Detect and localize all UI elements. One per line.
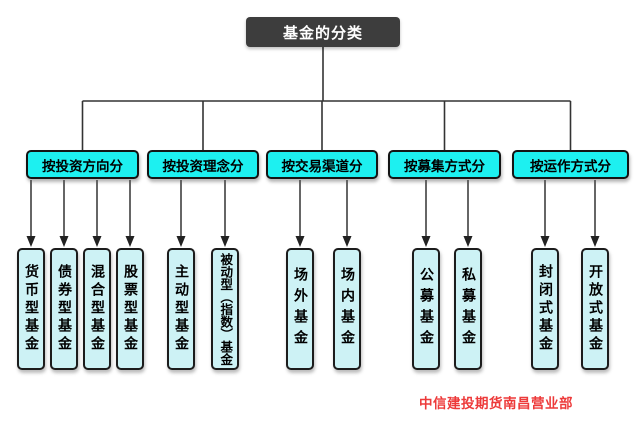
root-node-fund-classification: 基金的分类 xyxy=(246,17,400,47)
leaf-label: 场外基金 xyxy=(292,267,308,351)
arrowheads xyxy=(26,236,600,247)
category-label: 按投资方向分 xyxy=(42,158,123,175)
leaf-node-public-fund: 公募基金 xyxy=(412,248,440,370)
leaf-node-stock-fund: 股票型基金 xyxy=(116,248,144,370)
leaf-node-private-fund: 私募基金 xyxy=(454,248,482,370)
category-label: 按投资理念分 xyxy=(162,158,244,175)
branch-watermark-text: 中信建投期货南昌营业部 xyxy=(419,396,573,412)
leaf-node-closed-end-fund: 封闭式基金 xyxy=(531,248,559,370)
leaf-label: 开放式基金 xyxy=(587,264,603,354)
leaf-node-hybrid-fund: 混合型基金 xyxy=(83,248,111,370)
leaf-label: 货币型基金 xyxy=(23,264,39,354)
root-node-label: 基金的分类 xyxy=(282,23,363,42)
category-node-fundraising-method: 按募集方式分 xyxy=(388,150,501,179)
leaf-label: 债券型基金 xyxy=(56,264,72,354)
category-node-investment-direction: 按投资方向分 xyxy=(26,150,139,179)
leaf-node-exchange-fund: 场内基金 xyxy=(333,248,361,370)
category-label: 按募集方式分 xyxy=(404,158,485,175)
leaf-node-otc-fund: 场外基金 xyxy=(286,248,314,370)
category-node-operation-method: 按运作方式分 xyxy=(512,150,629,179)
leaf-label: 被动型（指数）基金 xyxy=(218,252,234,366)
leaf-node-passive-index-fund: 被动型（指数）基金 xyxy=(211,248,239,370)
category-label: 按运作方式分 xyxy=(530,158,611,175)
leaf-label: 股票型基金 xyxy=(122,264,138,354)
category-node-trading-channel: 按交易渠道分 xyxy=(266,150,378,179)
leaf-label: 主动型基金 xyxy=(173,264,189,354)
leaf-node-active-fund: 主动型基金 xyxy=(167,248,195,370)
category-label: 按交易渠道分 xyxy=(281,158,363,175)
category-node-investment-philosophy: 按投资理念分 xyxy=(147,150,259,179)
leaf-label: 公募基金 xyxy=(418,267,434,351)
leaf-label: 封闭式基金 xyxy=(537,264,553,354)
leaf-node-money-fund: 货币型基金 xyxy=(17,248,45,370)
leaf-node-bond-fund: 债券型基金 xyxy=(50,248,78,370)
leaf-label: 场内基金 xyxy=(339,267,355,351)
leaf-node-open-end-fund: 开放式基金 xyxy=(581,248,609,370)
leaf-label: 私募基金 xyxy=(460,267,476,351)
leaf-label: 混合型基金 xyxy=(89,264,105,354)
